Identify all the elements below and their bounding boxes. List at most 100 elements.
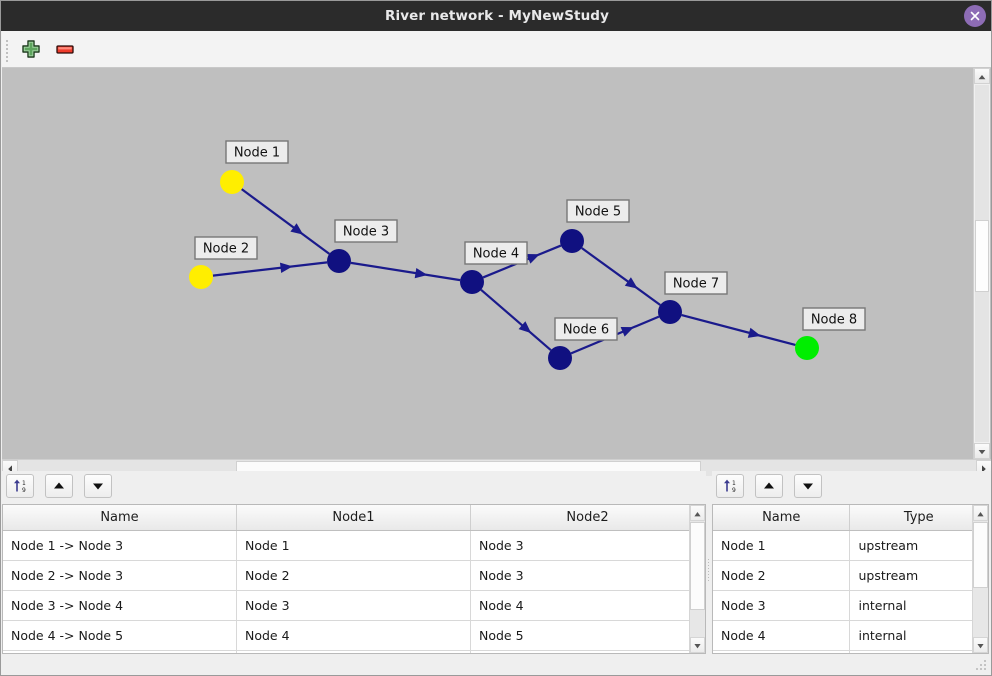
- table-cell[interactable]: Node 3 -> Node 4: [3, 590, 237, 621]
- node-label-node-1[interactable]: Node 1: [225, 140, 289, 164]
- reaches-scroll-thumb[interactable]: [690, 522, 705, 610]
- river-network-canvas[interactable]: Node 1 Node 2 Node 3 Node 4 Node 5 Node 6 Node…: [2, 68, 992, 459]
- delete-icon[interactable]: [54, 38, 78, 62]
- table-cell[interactable]: Node 2: [236, 560, 471, 591]
- river-node-node-7[interactable]: [658, 300, 682, 324]
- svg-text:9: 9: [22, 487, 26, 494]
- column-header-node1[interactable]: Node1: [236, 505, 471, 531]
- svg-text:Node 7: Node 7: [673, 277, 719, 292]
- table-cell[interactable]: Node 3: [470, 560, 705, 591]
- reach-edge[interactable]: [480, 289, 552, 351]
- reaches-toolbar: 1 9: [6, 474, 118, 500]
- river-node-node-1[interactable]: [220, 170, 244, 194]
- table-cell[interactable]: Node 1 -> Node 3: [3, 530, 237, 561]
- move-up-icon[interactable]: [755, 474, 784, 498]
- reaches-scroll-up-icon[interactable]: [690, 505, 705, 521]
- river-node-node-4[interactable]: [460, 270, 484, 294]
- reach-edge[interactable]: [241, 188, 330, 255]
- column-header-node2[interactable]: Node2: [470, 505, 705, 531]
- scroll-down-icon[interactable]: [974, 443, 990, 459]
- vscroll-track-top[interactable]: [975, 85, 989, 220]
- table-cell[interactable]: Node 1: [236, 530, 471, 561]
- table-cell[interactable]: Node 4 -> Node 5: [3, 620, 237, 651]
- reach-edge[interactable]: [581, 247, 661, 306]
- resize-grip[interactable]: [976, 660, 988, 672]
- node-label-node-4[interactable]: Node 4: [464, 241, 528, 265]
- reaches-scroll-down-icon[interactable]: [690, 637, 705, 653]
- table-cell[interactable]: Node 3: [470, 530, 705, 561]
- move-down-icon[interactable]: [794, 474, 823, 498]
- node-label-node-8[interactable]: Node 8: [802, 307, 866, 331]
- table-cell[interactable]: Node 3: [713, 590, 851, 621]
- move-down-icon[interactable]: [84, 474, 113, 498]
- nodes-scroll-up-icon[interactable]: [973, 505, 988, 521]
- reach-edge[interactable]: [681, 313, 796, 347]
- svg-text:9: 9: [732, 487, 736, 494]
- toolbar-grip[interactable]: [5, 38, 9, 62]
- table-cell[interactable]: Node 2 -> Node 3: [3, 560, 237, 591]
- nodes-toolbar: 1 9: [716, 474, 828, 500]
- close-icon[interactable]: [964, 5, 986, 27]
- table-cell[interactable]: Node 4: [236, 620, 471, 651]
- table-cell[interactable]: Node 1: [713, 530, 851, 561]
- river-node-node-3[interactable]: [327, 249, 351, 273]
- reach-edge[interactable]: [350, 261, 461, 282]
- window-title: River network - MyNewStudy: [385, 8, 609, 24]
- move-up-icon[interactable]: [45, 474, 74, 498]
- table-cell[interactable]: upstream: [849, 560, 988, 591]
- nodes-table-scrollbar[interactable]: [972, 505, 988, 653]
- river-node-node-2[interactable]: [189, 265, 213, 289]
- table-cell[interactable]: Node 3: [236, 590, 471, 621]
- river-node-node-8[interactable]: [795, 336, 819, 360]
- river-node-node-5[interactable]: [560, 229, 584, 253]
- nodes-scroll-down-icon[interactable]: [973, 637, 988, 653]
- svg-text:Node 2: Node 2: [203, 242, 249, 257]
- river-network-diagram[interactable]: Node 1 Node 2 Node 3 Node 4 Node 5 Node 6 Node…: [2, 68, 992, 459]
- table-cell[interactable]: upstream: [849, 530, 988, 561]
- svg-text:Node 4: Node 4: [473, 247, 519, 262]
- river-node-node-6[interactable]: [548, 346, 572, 370]
- canvas-vertical-scrollbar[interactable]: [973, 68, 990, 459]
- table-cell[interactable]: Node 4: [470, 590, 705, 621]
- table-cell[interactable]: internal: [849, 590, 988, 621]
- add-icon[interactable]: [20, 38, 44, 62]
- table-cell[interactable]: Node 5: [470, 620, 705, 651]
- node-label-node-6[interactable]: Node 6: [554, 317, 618, 341]
- svg-text:Node 5: Node 5: [575, 205, 621, 220]
- table-cell[interactable]: internal: [849, 620, 988, 651]
- vertical-splitter[interactable]: [705, 501, 713, 646]
- reaches-table-scrollbar[interactable]: [689, 505, 705, 653]
- svg-text:Node 1: Node 1: [234, 146, 280, 161]
- column-header-type[interactable]: Type: [849, 505, 988, 531]
- node-label-node-3[interactable]: Node 3: [334, 219, 398, 243]
- node-label-node-5[interactable]: Node 5: [566, 199, 630, 223]
- node-label-node-2[interactable]: Node 2: [194, 236, 258, 260]
- column-header-name[interactable]: Name: [3, 505, 237, 531]
- sort-icon[interactable]: 1 9: [716, 474, 744, 498]
- node-label-node-7[interactable]: Node 7: [664, 271, 728, 295]
- table-cell[interactable]: Node 4: [713, 620, 851, 651]
- nodes-scroll-thumb[interactable]: [973, 522, 988, 588]
- vscroll-track-bottom[interactable]: [975, 292, 989, 442]
- vscroll-thumb[interactable]: [975, 220, 989, 292]
- sort-icon[interactable]: 1 9: [6, 474, 34, 498]
- table-cell[interactable]: Node 2: [713, 560, 851, 591]
- column-header-name[interactable]: Name: [713, 505, 851, 531]
- reach-edge[interactable]: [212, 261, 328, 277]
- svg-text:Node 6: Node 6: [563, 323, 609, 338]
- scroll-up-icon[interactable]: [974, 68, 990, 84]
